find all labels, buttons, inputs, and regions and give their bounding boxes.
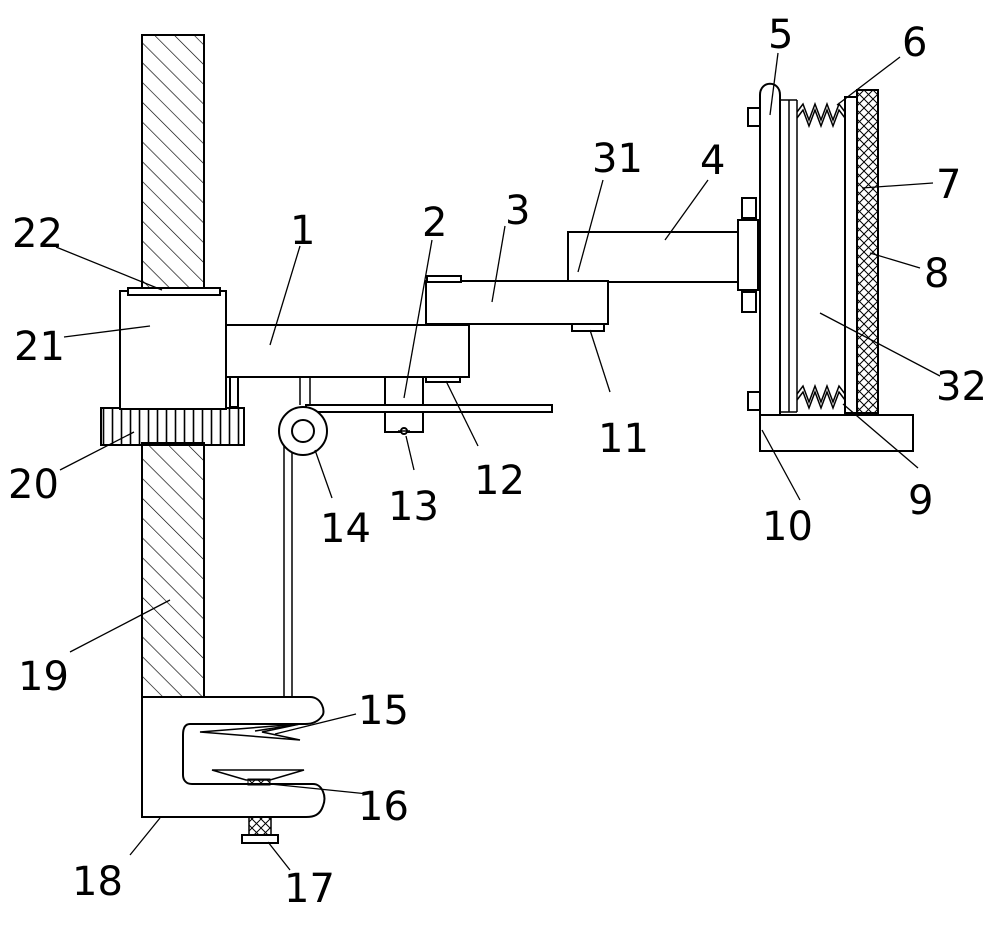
label-7: 7 (936, 162, 961, 208)
label-12: 12 (474, 458, 525, 504)
label-11: 11 (598, 416, 649, 462)
upper-springs (796, 101, 846, 129)
gear-ring (100, 407, 245, 446)
label-16: 16 (358, 784, 409, 830)
third-arm (567, 231, 739, 283)
bolt-bottom (747, 391, 761, 411)
clamp-screw-knob (241, 816, 279, 844)
arm-post (229, 376, 239, 408)
pressing-plate (844, 96, 858, 414)
label-18: 18 (72, 859, 123, 905)
label-2: 2 (422, 200, 447, 246)
joint-pin (571, 323, 605, 332)
label-5: 5 (768, 12, 793, 58)
label-10: 10 (762, 504, 813, 550)
bolt-top (747, 107, 761, 127)
label-20: 20 (8, 462, 59, 508)
mount-block (737, 197, 759, 313)
lower-clamp-pad (211, 769, 305, 786)
sleeve-block (119, 290, 227, 410)
vertical-column (141, 34, 205, 698)
label-9: 9 (908, 478, 933, 524)
label-14: 14 (320, 506, 371, 552)
horizontal-guide-rod (305, 404, 553, 413)
label-4: 4 (700, 138, 725, 184)
upper-clamp-pad (199, 723, 301, 741)
label-21: 21 (14, 324, 65, 370)
label-15: 15 (358, 688, 409, 734)
support-base (759, 414, 914, 452)
label-1: 1 (290, 208, 315, 254)
second-arm (425, 280, 609, 325)
label-3: 3 (505, 188, 530, 234)
label-17: 17 (284, 866, 335, 912)
label-13: 13 (388, 484, 439, 530)
friction-pad (856, 89, 879, 414)
label-32: 32 (936, 364, 987, 410)
c-clamp (141, 696, 326, 818)
label-8: 8 (924, 251, 949, 297)
pulley (278, 377, 328, 456)
top-cap (127, 287, 221, 296)
lower-springs (796, 383, 846, 411)
first-arm (225, 324, 470, 378)
label-19: 19 (18, 654, 69, 700)
label-6: 6 (902, 20, 927, 66)
label-31: 31 (592, 136, 643, 182)
inner-frame (780, 99, 798, 413)
mounting-plate (759, 82, 781, 416)
leader-lines (55, 52, 941, 871)
vertical-rod (283, 432, 293, 697)
label-22: 22 (12, 211, 63, 257)
